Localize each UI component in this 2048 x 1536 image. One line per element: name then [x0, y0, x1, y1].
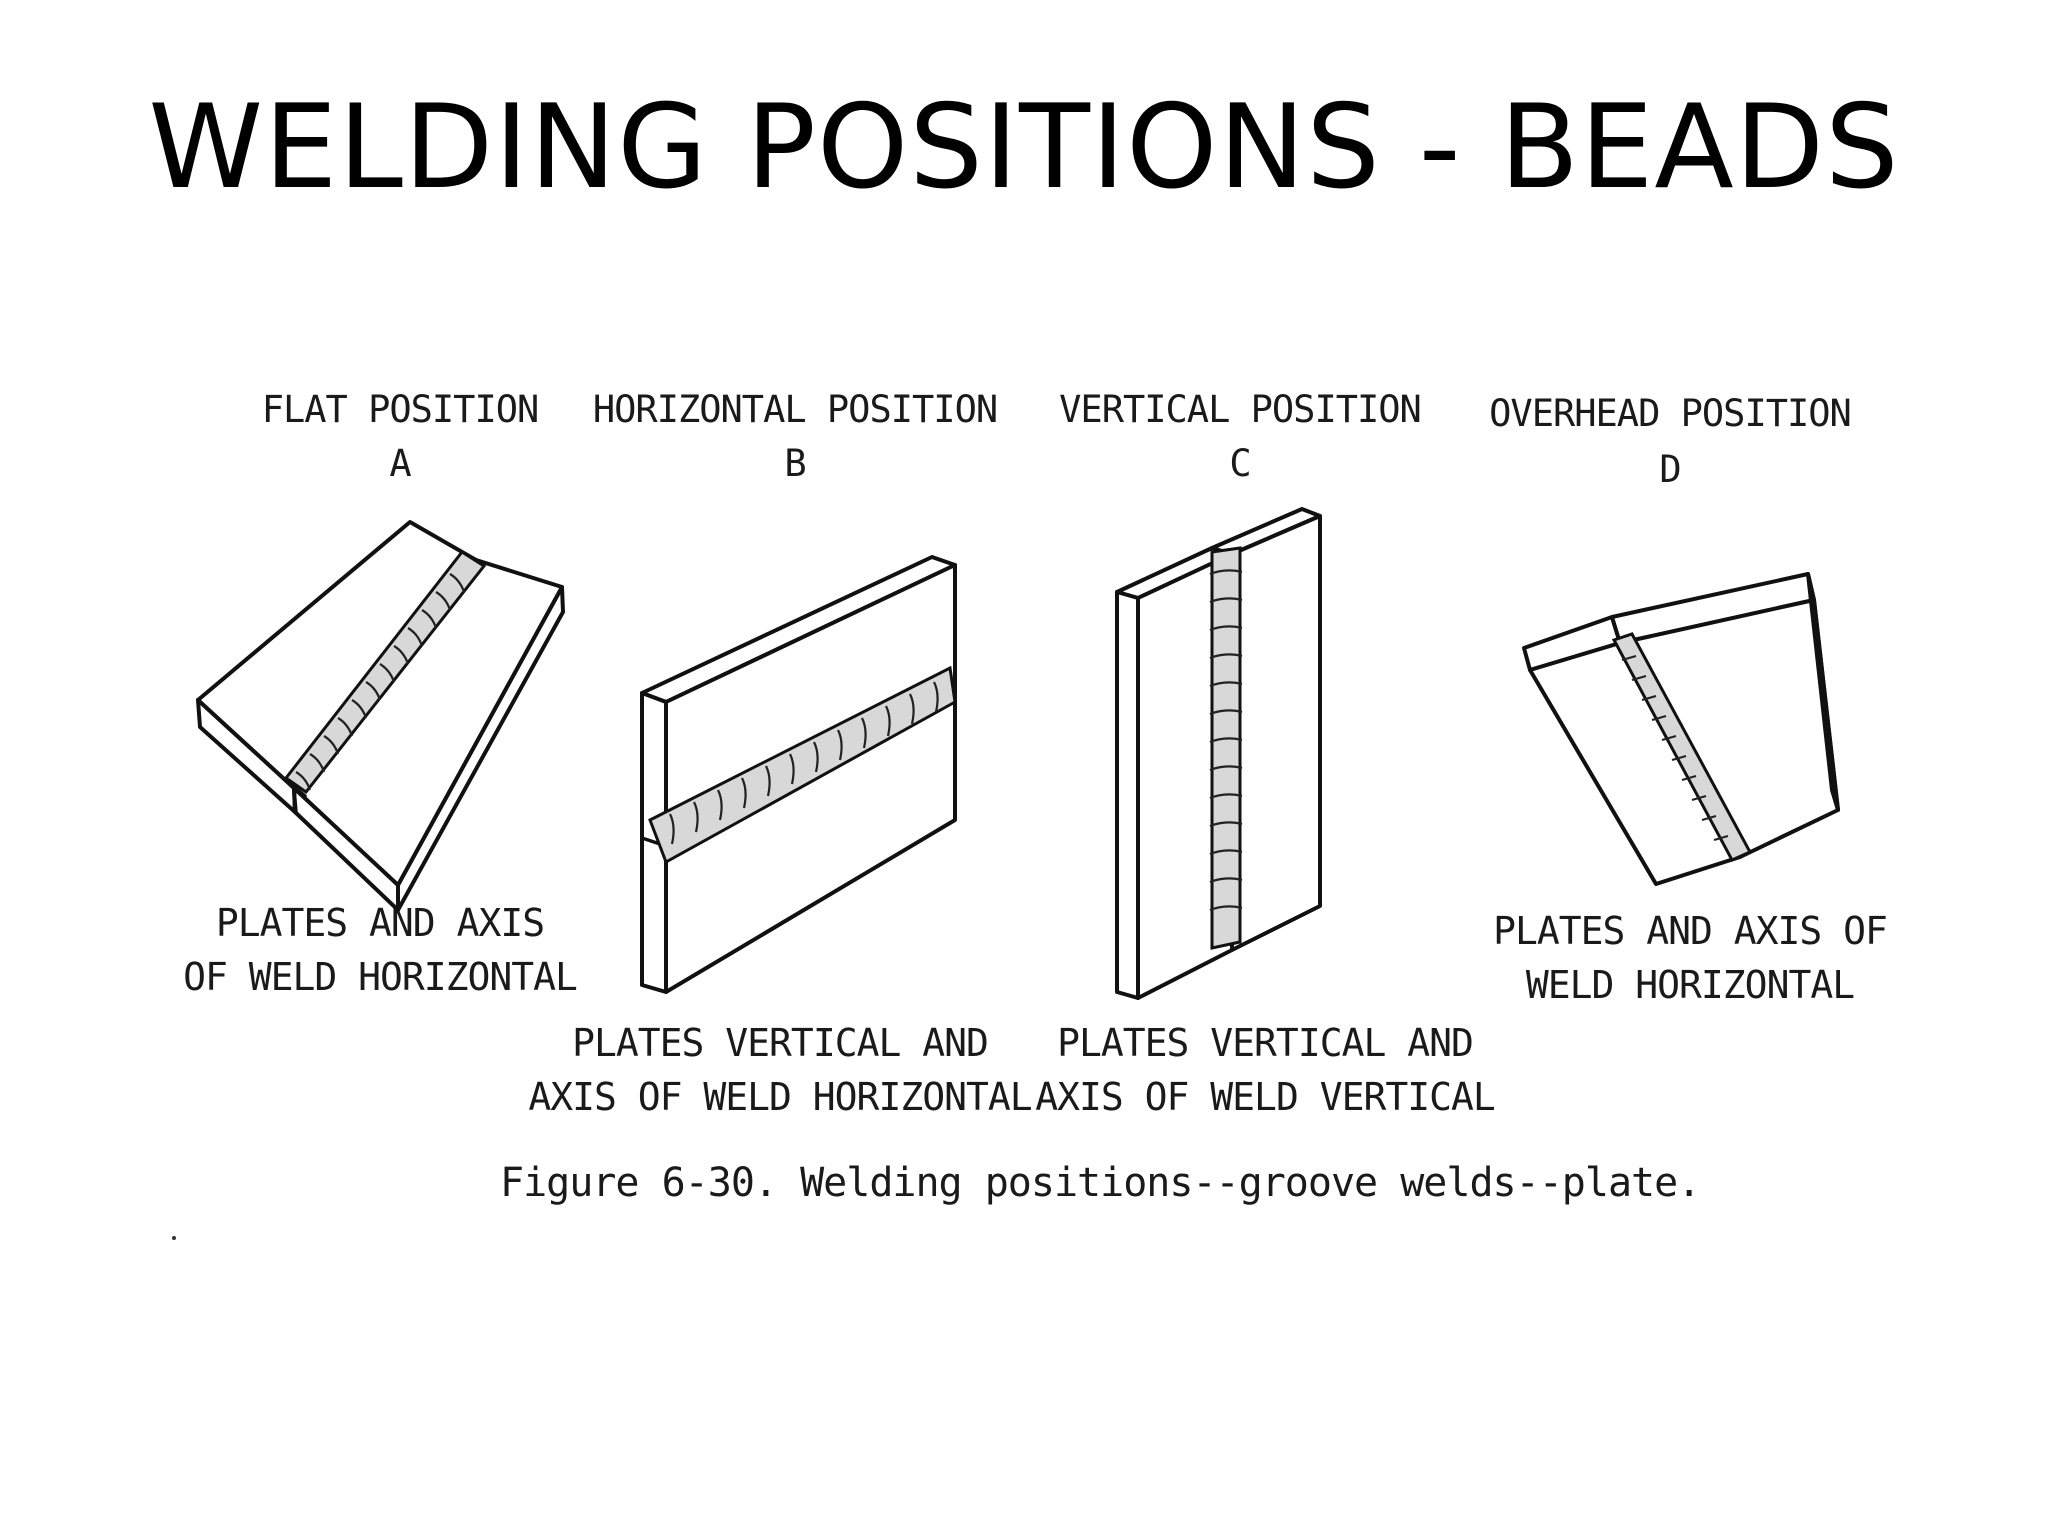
overhead-position-plates-drawing — [1522, 572, 1840, 886]
position-a-letter: A — [389, 442, 411, 485]
position-c-name: VERTICAL POSITION — [1059, 388, 1422, 431]
position-b-description: PLATES VERTICAL AND AXIS OF WELD HORIZON… — [520, 1016, 1040, 1124]
position-a-description-line-2: OF WELD HORIZONTAL — [183, 955, 578, 999]
position-d-description: PLATES AND AXIS OF WELD HORIZONTAL — [1480, 904, 1900, 1012]
position-b-letter: B — [784, 442, 806, 485]
position-b-name: HORIZONTAL POSITION — [592, 388, 998, 431]
position-d-name: OVERHEAD POSITION — [1489, 392, 1852, 435]
horizontal-position-plates-drawing — [640, 555, 957, 994]
position-b-description-line-2: AXIS OF WELD HORIZONTAL — [528, 1075, 1032, 1119]
position-c-description-line-2: AXIS OF WELD VERTICAL — [1035, 1075, 1495, 1119]
position-c-description-line-1: PLATES VERTICAL AND — [1057, 1021, 1474, 1065]
position-c-description: PLATES VERTICAL AND AXIS OF WELD VERTICA… — [1030, 1016, 1500, 1124]
scan-speck — [172, 1236, 176, 1240]
position-b-description-line-1: PLATES VERTICAL AND — [572, 1021, 989, 1065]
position-d-letter: D — [1659, 448, 1681, 491]
position-d-description-line-1: PLATES AND AXIS OF — [1493, 909, 1888, 953]
position-d-description-line-2: WELD HORIZONTAL — [1525, 963, 1855, 1007]
position-c-letter: C — [1229, 442, 1251, 485]
figure-caption: Figure 6-30. Welding positions--groove w… — [500, 1160, 1701, 1206]
flat-position-plates-drawing — [196, 520, 565, 912]
vertical-position-plates-drawing — [1115, 507, 1322, 1000]
position-a-name: FLAT POSITION — [261, 388, 540, 431]
slide-title: WELDING POSITIONS - BEADS — [148, 80, 1900, 215]
position-a-description: PLATES AND AXIS OF WELD HORIZONTAL — [170, 896, 590, 1004]
position-a-description-line-1: PLATES AND AXIS — [215, 901, 545, 945]
